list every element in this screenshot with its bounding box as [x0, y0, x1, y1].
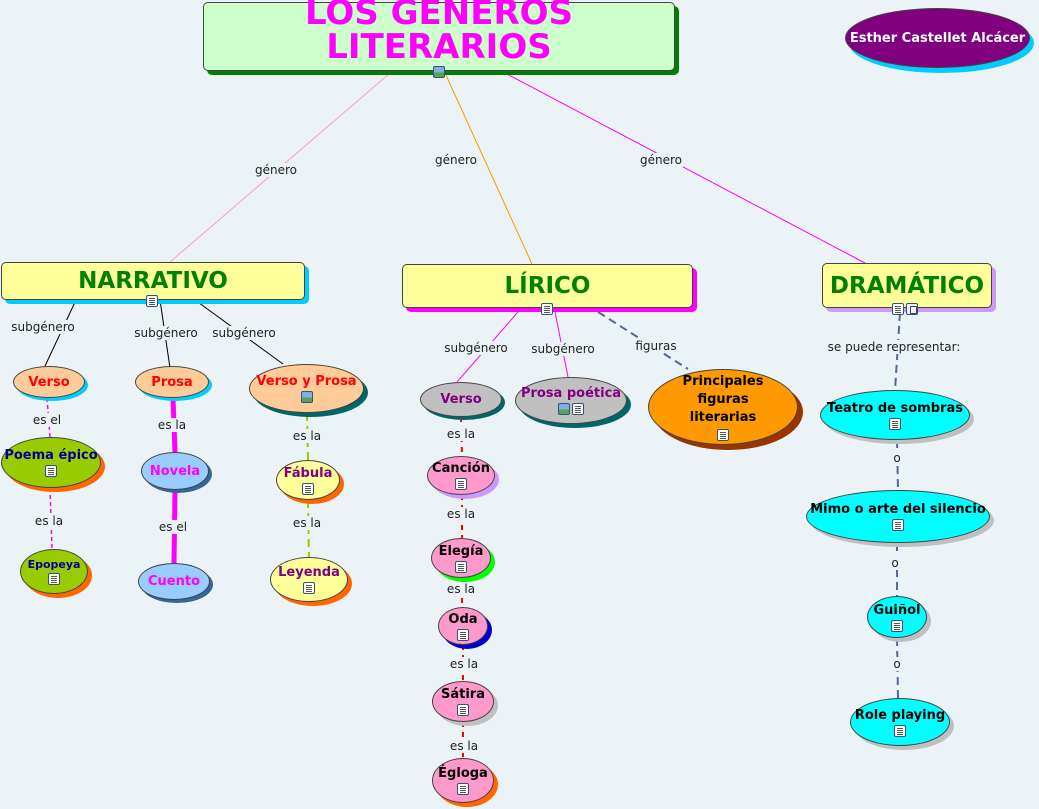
node-poema-epico[interactable]: Poema épico — [1, 437, 101, 488]
node-label: Guiñol — [873, 602, 921, 618]
node-verso-lirico[interactable]: Verso — [420, 382, 502, 417]
node-label: Prosa poética — [520, 386, 622, 401]
link-label-figuras: figuras — [634, 339, 678, 353]
link-label-genero: género — [639, 153, 683, 167]
node-epopeya[interactable]: Epopeya — [20, 549, 88, 594]
link-label-genero: género — [254, 163, 298, 177]
node-cancion[interactable]: Canción — [427, 456, 495, 495]
node-label: Verso — [440, 392, 482, 407]
node-label: Verso — [28, 374, 70, 390]
document-icon[interactable] — [146, 295, 158, 307]
node-figuras-literarias[interactable]: Principales figuras literarias — [648, 369, 798, 445]
link-label-se-puede: se puede representar: — [826, 340, 962, 354]
node-satira[interactable]: Sátira — [432, 681, 494, 722]
node-novela[interactable]: Novela — [141, 452, 209, 490]
node-leyenda[interactable]: Leyenda — [270, 557, 348, 602]
node-label: Teatro de sombras — [827, 400, 963, 416]
image-icon[interactable] — [300, 391, 313, 403]
link-label-es-la: es la — [291, 516, 323, 530]
node-prosa-poetica[interactable]: Prosa poética — [515, 377, 627, 424]
link-label-o: o — [892, 451, 902, 465]
link-label-es-la: es la — [448, 739, 480, 753]
link-label-subgenero: subgénero — [10, 320, 76, 334]
image-icon[interactable] — [558, 403, 570, 415]
document-icon[interactable] — [45, 465, 57, 477]
node-label: Égloga — [438, 766, 488, 781]
link-label-es-la: es la — [156, 418, 188, 432]
document-icon[interactable] — [303, 582, 315, 594]
genre-narrativo[interactable]: NARRATIVO — [1, 262, 305, 307]
document-icon[interactable] — [457, 704, 469, 716]
node-oda[interactable]: Oda — [438, 607, 488, 645]
document-icon[interactable] — [889, 417, 901, 430]
genre-dramatico[interactable]: DRAMÁTICO — [822, 263, 992, 315]
document-icon[interactable] — [455, 560, 467, 573]
image-icon[interactable] — [433, 65, 445, 78]
node-label: Principales figuras literarias — [682, 374, 764, 425]
node-prosa[interactable]: Prosa — [135, 366, 209, 398]
node-teatro-sombras[interactable]: Teatro de sombras — [820, 390, 970, 440]
link-label-subgenero: subgénero — [443, 341, 509, 355]
node-label: Epopeya — [27, 558, 81, 571]
node-cuento[interactable]: Cuento — [138, 563, 210, 600]
node-label: Canción — [432, 461, 490, 476]
node-mimo[interactable]: Mimo o arte del silencio — [806, 490, 990, 543]
link-label-es-la: es la — [445, 427, 477, 441]
node-label: Mimo o arte del silencio — [810, 502, 986, 517]
document-icon[interactable] — [541, 303, 553, 315]
document-icon[interactable] — [48, 573, 60, 585]
link-label-o: o — [890, 556, 900, 570]
author-node: Esther Castellet Alcácer — [845, 8, 1030, 68]
node-label: Prosa — [151, 374, 193, 390]
node-label: Elegía — [438, 543, 484, 559]
title-node[interactable]: LOS GÉNEROS LITERARIOS — [203, 0, 675, 78]
link-label-es-la: es la — [445, 582, 477, 596]
node-label: Role playing — [854, 707, 946, 723]
link-label-subgenero: subgénero — [211, 326, 277, 340]
link-label-es-la: es la — [445, 507, 477, 521]
node-verso-prosa[interactable]: Verso y Prosa — [249, 364, 364, 413]
node-guinol[interactable]: Guiñol — [867, 596, 927, 638]
link-label-es-la: es la — [448, 657, 480, 671]
document-icon[interactable] — [891, 619, 903, 632]
link-label-es-el: es el — [157, 520, 189, 534]
link-label-es-la: es la — [291, 429, 323, 443]
document-icon[interactable] — [894, 724, 906, 737]
genre-lirico[interactable]: LÍRICO — [402, 264, 693, 315]
link-label-o: o — [892, 657, 902, 671]
node-fabula[interactable]: Fábula — [276, 460, 340, 500]
genre-narrativo-label: NARRATIVO — [78, 268, 228, 294]
document-icon[interactable] — [457, 783, 469, 795]
node-label: Cuento — [147, 574, 200, 589]
document-icon[interactable] — [302, 482, 314, 495]
node-role-playing[interactable]: Role playing — [850, 698, 950, 746]
document-icon[interactable] — [892, 303, 904, 315]
node-elegia[interactable]: Elegía — [431, 538, 491, 578]
node-label: Novela — [149, 463, 201, 479]
node-label: Fábula — [283, 465, 333, 481]
node-egloga[interactable]: Égloga — [432, 758, 494, 803]
document-icon[interactable] — [892, 519, 904, 531]
page-title: LOS GÉNEROS LITERARIOS — [304, 0, 574, 67]
node-verso-narrativo[interactable]: Verso — [13, 366, 85, 398]
node-label: Oda — [448, 611, 478, 627]
document-icon[interactable] — [717, 429, 729, 441]
node-label: Sátira — [441, 687, 485, 702]
genre-lirico-label: LÍRICO — [504, 273, 591, 299]
node-label: Verso y Prosa — [256, 374, 357, 389]
link-label-subgenero: subgénero — [530, 342, 596, 356]
link-label-subgenero: subgénero — [133, 326, 199, 340]
genre-dramatico-label: DRAMÁTICO — [829, 272, 985, 299]
node-label: Poema épico — [4, 448, 98, 463]
document-icon[interactable] — [455, 478, 467, 490]
link-label-genero: género — [434, 153, 478, 167]
node-label: Leyenda — [278, 565, 340, 580]
document-icon[interactable] — [572, 403, 584, 415]
author-name: Esther Castellet Alcácer — [849, 30, 1026, 46]
link-label-es-la: es la — [33, 514, 65, 528]
link-label-es-el: es el — [31, 413, 63, 427]
document-icon[interactable] — [457, 628, 469, 641]
concept-map-icon[interactable] — [906, 303, 918, 315]
